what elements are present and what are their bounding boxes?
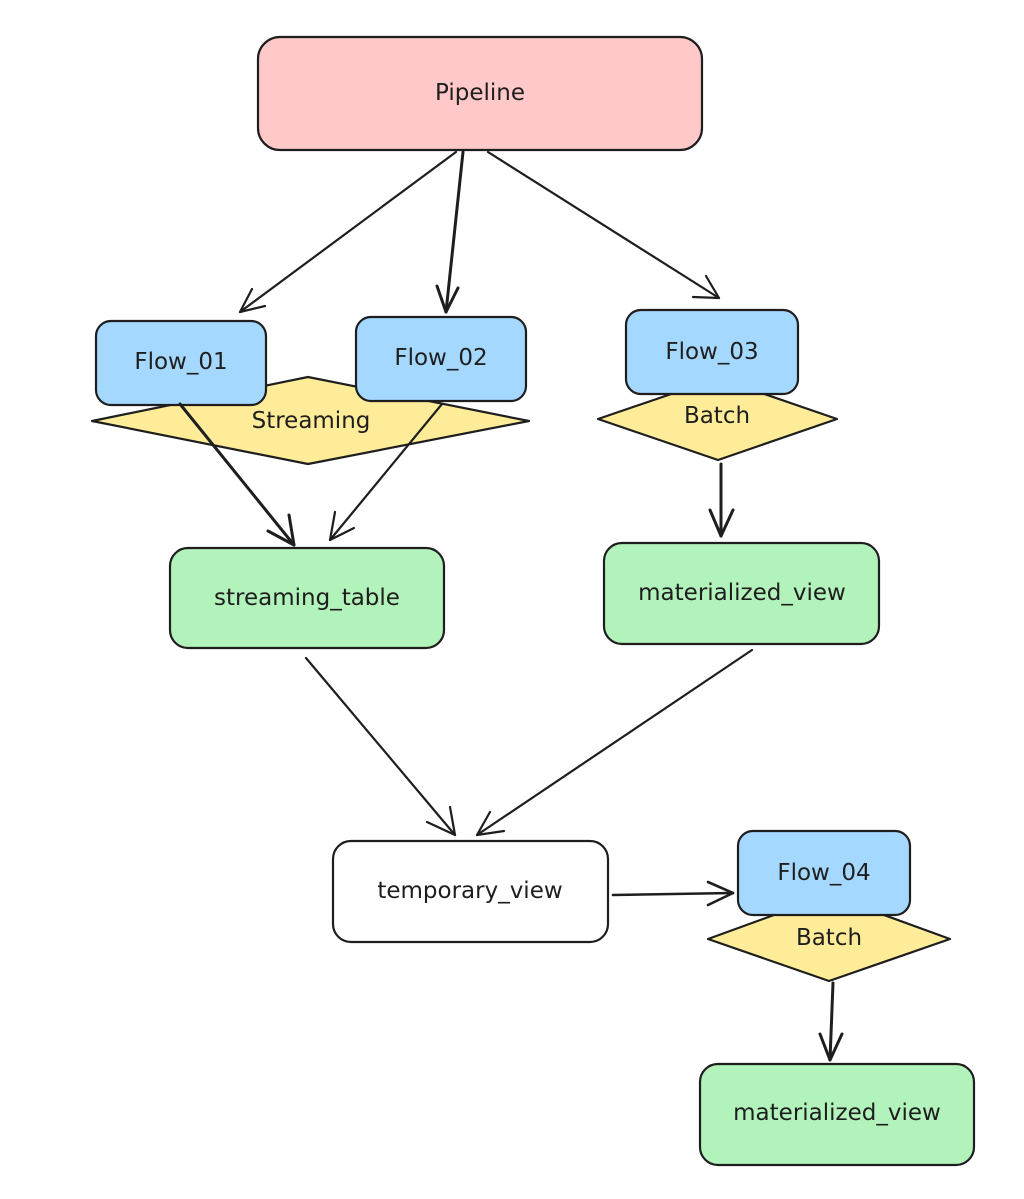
flow-04-box xyxy=(736,829,912,917)
materialized-view-1-label: materialized_view xyxy=(638,580,846,606)
pipeline-node[interactable]: Pipeline xyxy=(256,35,704,152)
edge-pipeline-to-flow-02 xyxy=(435,150,465,314)
edge-temporary-view-to-flow-04 xyxy=(611,880,735,907)
edge-flow-04-to-materialized-view-2 xyxy=(818,981,844,1062)
temporary-view-box xyxy=(331,839,610,944)
flow-04-node[interactable]: Flow_04 xyxy=(736,829,912,917)
edge-streaming-table-to-temporary-view xyxy=(304,656,457,837)
materialized-view-2-node[interactable]: materialized_view xyxy=(698,1062,976,1167)
edge-flow-02-to-streaming-table xyxy=(328,402,444,542)
pipeline-box xyxy=(256,35,704,152)
batch-1-label: Batch xyxy=(684,403,750,429)
flow-01-node[interactable]: Flow_01 xyxy=(94,319,268,407)
flow-02-box xyxy=(354,315,528,403)
edge-flow-03-to-materialized-view-1 xyxy=(708,462,735,538)
flow-03-label: Flow_03 xyxy=(665,339,758,365)
streaming-table-box xyxy=(168,546,446,650)
batch-2-label: Batch xyxy=(796,925,862,951)
flow-02-label: Flow_02 xyxy=(394,345,487,371)
materialized-view-2-box xyxy=(698,1062,976,1167)
temporary-view-node[interactable]: temporary_view xyxy=(331,839,610,944)
flow-03-node[interactable]: Flow_03 xyxy=(624,308,800,396)
temporary-view-label: temporary_view xyxy=(377,878,562,904)
edge-pipeline-to-flow-01 xyxy=(238,150,458,314)
edge-pipeline-to-flow-03 xyxy=(486,150,721,300)
flow-04-label: Flow_04 xyxy=(777,860,870,886)
flow-03-box xyxy=(624,308,800,396)
streaming-table-label: streaming_table xyxy=(214,585,400,611)
materialized-view-1-box xyxy=(602,541,881,646)
edge-flow-01-to-streaming-table xyxy=(178,402,296,547)
flow-02-node[interactable]: Flow_02 xyxy=(354,315,528,403)
pipeline-label: Pipeline xyxy=(435,80,525,106)
flow-01-label: Flow_01 xyxy=(134,349,227,375)
materialized-view-2-label: materialized_view xyxy=(733,1100,941,1126)
edge-materialized-view-1-to-temporary-view xyxy=(475,648,754,837)
streaming-label: Streaming xyxy=(252,408,371,434)
streaming-table-node[interactable]: streaming_table xyxy=(168,546,446,650)
materialized-view-1-node[interactable]: materialized_view xyxy=(602,541,881,646)
